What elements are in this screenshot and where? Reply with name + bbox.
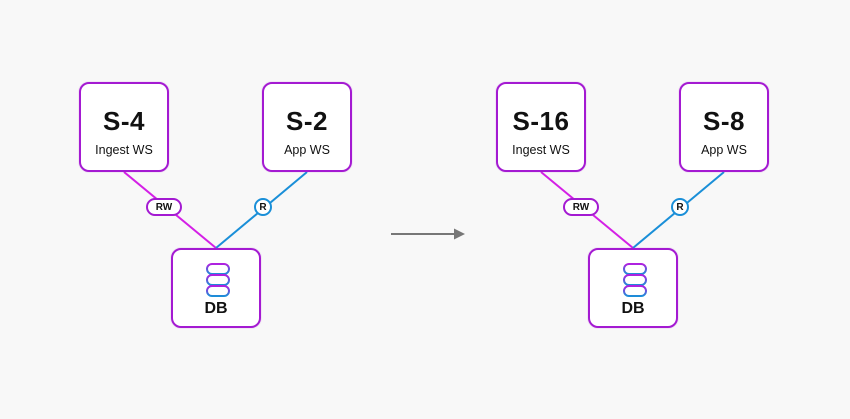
service-subtitle: Ingest WS xyxy=(95,143,153,157)
right-database: DB xyxy=(588,248,678,328)
service-subtitle: App WS xyxy=(701,143,747,157)
service-title: S-8 xyxy=(703,106,745,136)
left-writer-service: S-4 Ingest WS xyxy=(79,82,169,172)
right-rw-badge: RW xyxy=(563,198,599,216)
database-icon xyxy=(623,263,647,297)
service-title: S-16 xyxy=(512,106,570,136)
right-r-badge: R xyxy=(671,198,689,216)
database-label: DB xyxy=(204,300,228,317)
service-title: S-2 xyxy=(286,106,328,136)
left-reader-service: S-2 App WS xyxy=(262,82,352,172)
left-r-badge: R xyxy=(254,198,272,216)
service-subtitle: Ingest WS xyxy=(512,143,570,157)
service-subtitle: App WS xyxy=(284,143,330,157)
left-rw-badge: RW xyxy=(146,198,182,216)
database-icon xyxy=(206,263,230,297)
left-database: DB xyxy=(171,248,261,328)
service-title: S-4 xyxy=(103,106,145,136)
right-writer-service: S-16 Ingest WS xyxy=(496,82,586,172)
right-reader-service: S-8 App WS xyxy=(679,82,769,172)
database-label: DB xyxy=(621,300,645,317)
arrow-right-icon xyxy=(391,228,465,240)
